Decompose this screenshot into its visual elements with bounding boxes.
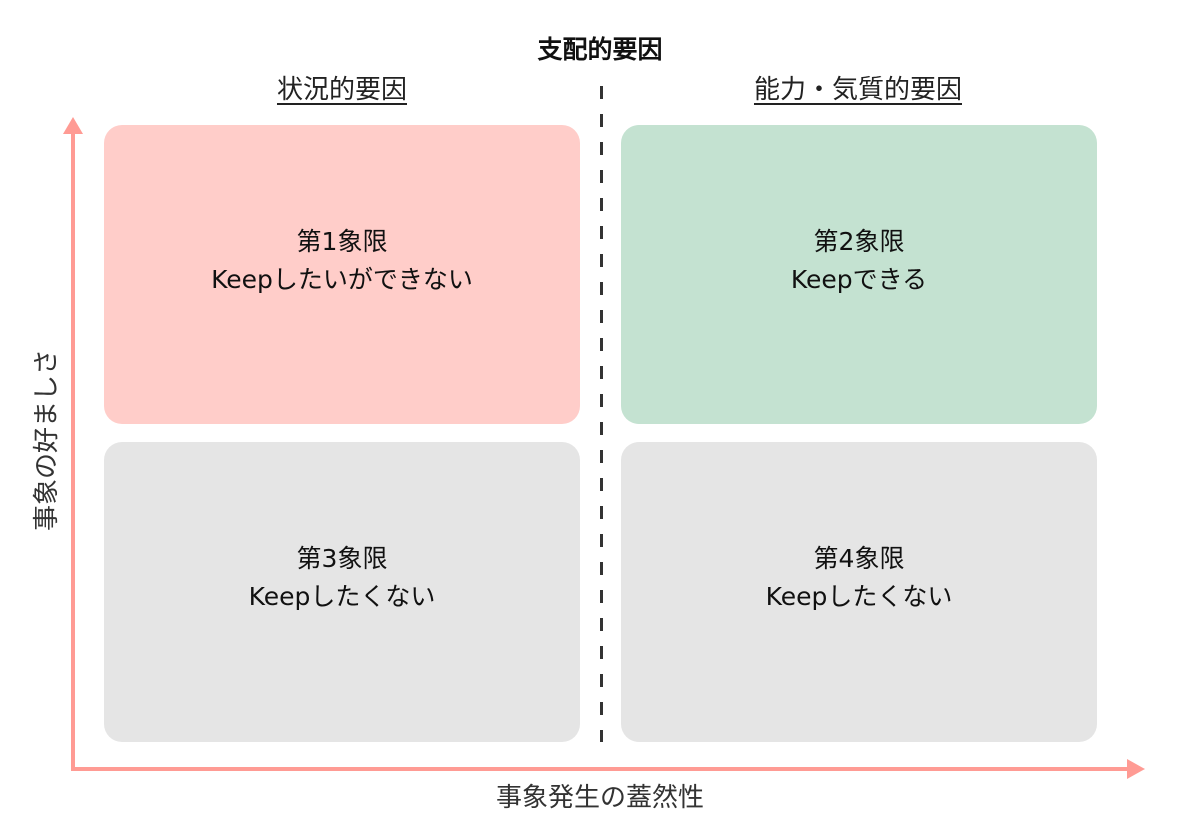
quadrant-4-description: Keepしたくない: [765, 582, 953, 611]
quadrant-1: 第1象限 Keepしたいができない: [104, 125, 580, 424]
quadrant-3-title: 第3象限: [296, 544, 388, 573]
y-axis-line: [71, 132, 75, 771]
quadrant-1-description: Keepしたいができない: [211, 264, 473, 294]
quadrant-2-description: Keepできる: [790, 264, 928, 294]
column-divider-dashed-line: [600, 86, 603, 742]
y-axis-label: 事象の好ましさ: [32, 349, 62, 532]
x-axis-line: [71, 767, 1131, 771]
quadrant-4: 第4象限 Keepしたくない: [621, 442, 1097, 742]
quadrant-4-title: 第4象限: [813, 544, 905, 573]
x-axis-label: 事象発生の蓋然性: [495, 783, 704, 813]
quadrant-3: 第3象限 Keepしたくない: [104, 442, 580, 742]
y-axis-arrow-up-icon: [63, 117, 83, 134]
quadrant-2: 第2象限 Keepできる: [621, 125, 1097, 424]
column-header-dispositional: 能力・気質的要因: [753, 75, 962, 105]
x-axis-arrow-right-icon: [1127, 759, 1145, 779]
quadrant-2-title: 第2象限: [813, 226, 905, 256]
column-header-situational: 状況的要因: [276, 75, 407, 105]
diagram-title: 支配的要因: [537, 35, 663, 64]
quadrant-3-description: Keepしたくない: [248, 582, 436, 611]
quadrant-1-title: 第1象限: [296, 226, 388, 256]
